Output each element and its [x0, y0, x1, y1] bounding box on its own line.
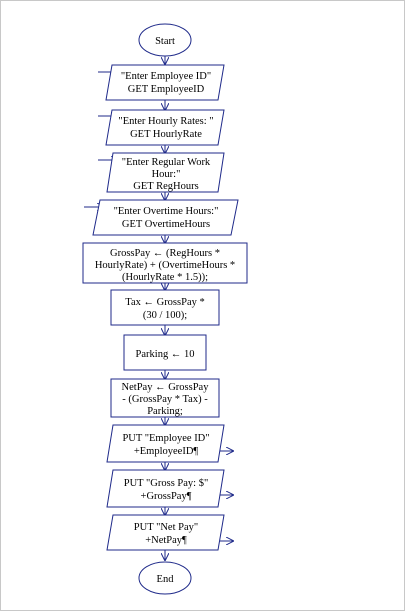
- input-box-employee-id[interactable]: [105, 64, 225, 101]
- input3-line2: Hour:": [152, 169, 181, 180]
- process1-line3: (HourlyRate * 1.5));: [122, 272, 208, 283]
- process4-line3: Parking;: [147, 406, 183, 417]
- input3-line3: GET RegHours: [133, 181, 198, 192]
- process4-line1: NetPay ← GrossPay: [122, 382, 210, 393]
- labels: Start "Enter Employee ID" GET EmployeeID…: [95, 36, 235, 585]
- end-label: End: [157, 574, 175, 585]
- input3-line1: "Enter Regular Work: [122, 157, 211, 168]
- input-box-reg-hours[interactable]: [106, 152, 225, 193]
- process2-line1: Tax ← GrossPay *: [125, 297, 204, 308]
- process1-line1: GrossPay ← (RegHours *: [110, 248, 220, 259]
- process-box-gross-pay[interactable]: [82, 242, 248, 284]
- end-terminal[interactable]: [138, 561, 192, 595]
- output2-line2: +GrossPay¶: [141, 491, 192, 502]
- process-box-parking[interactable]: [123, 334, 207, 371]
- process-box-tax[interactable]: [110, 289, 220, 326]
- start-terminal[interactable]: [138, 23, 192, 57]
- output2-line1: PUT "Gross Pay: $": [124, 478, 209, 489]
- input-box-overtime-hours[interactable]: [92, 199, 239, 236]
- input1-line1: "Enter Employee ID": [121, 71, 211, 82]
- process2-line2: (30 / 100);: [143, 310, 187, 321]
- input4-line1: "Enter Overtime Hours:": [114, 206, 219, 217]
- output1-line1: PUT "Employee ID": [122, 433, 209, 444]
- start-label: Start: [155, 36, 175, 47]
- output-box-net-pay[interactable]: [106, 514, 225, 551]
- process3-line1: Parking ← 10: [136, 349, 195, 360]
- output1-line2: +EmployeeID¶: [134, 446, 199, 457]
- process1-line2: HourlyRate) + (OvertimeHours *: [95, 260, 235, 271]
- output-box-gross-pay[interactable]: [106, 469, 225, 508]
- input-box-hourly-rate[interactable]: [105, 109, 225, 146]
- shapes: [82, 23, 248, 595]
- input2-line1: "Enter Hourly Rates: ": [118, 116, 213, 127]
- input2-line2: GET HourlyRate: [130, 129, 202, 140]
- output3-line1: PUT "Net Pay": [134, 522, 198, 533]
- input4-line2: GET OvertimeHours: [122, 219, 210, 230]
- input1-line2: GET EmployeeID: [128, 84, 205, 95]
- process-box-net-pay[interactable]: [110, 378, 220, 418]
- output-box-employee-id[interactable]: [106, 424, 225, 463]
- output3-line2: +NetPay¶: [145, 535, 187, 546]
- process4-line2: - (GrossPay * Tax) -: [122, 394, 208, 405]
